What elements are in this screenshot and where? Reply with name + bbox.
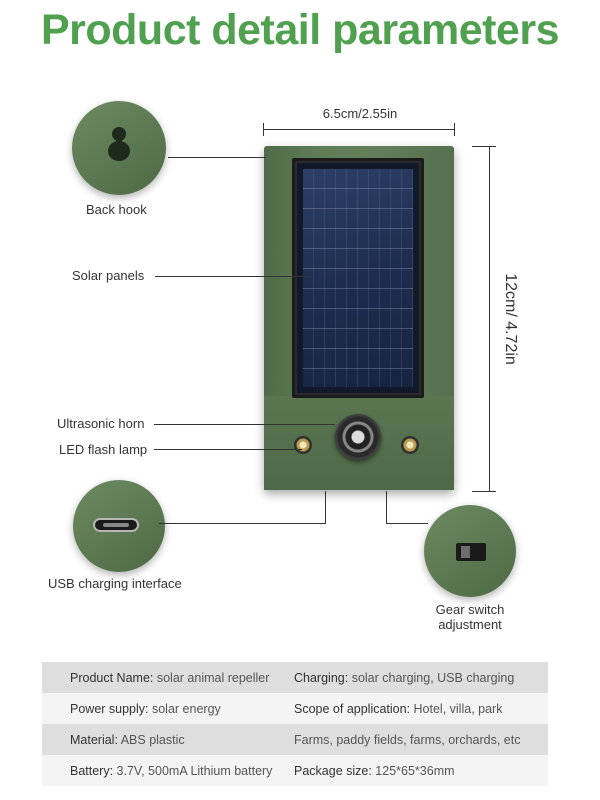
led-lamp-right [401, 436, 419, 454]
usb-charging-label: USB charging interface [48, 576, 182, 591]
usb-port-icon [93, 518, 139, 532]
spec-value: solar animal repeller [156, 670, 270, 685]
device-body [264, 146, 454, 490]
back-hook-label: Back hook [86, 202, 147, 217]
spec-key: Product Name: [70, 670, 157, 685]
solar-panel [292, 158, 424, 398]
spec-table: Product Name: solar animal repeller Char… [42, 662, 548, 786]
spec-value: solar charging, USB charging [351, 670, 515, 685]
led-flash-lamp-label: LED flash lamp [59, 442, 148, 457]
table-row: Product Name: solar animal repeller Char… [42, 662, 548, 693]
usb-port-detail [73, 480, 165, 572]
back-hook-detail [72, 101, 166, 195]
gear-switch-label-line1: Gear switch [435, 602, 505, 617]
back-hook-leader [168, 157, 266, 158]
ultrasonic-horn [335, 414, 381, 460]
gear-switch-detail [424, 505, 516, 597]
gear-leader-vertical [386, 491, 387, 524]
spec-value: ABS plastic [120, 732, 185, 747]
spec-key: Power supply: [70, 701, 152, 716]
width-dimension-label: 6.5cm/2.55in [322, 106, 398, 121]
usb-leader-vertical [325, 491, 326, 524]
spec-key: Scope of application: [294, 701, 414, 716]
spec-value: 3.7V, 500mA Lithium battery [116, 763, 273, 778]
gear-switch-icon [456, 543, 486, 561]
spec-value: Farms, paddy fields, farms, orchards, et… [294, 732, 521, 747]
usb-leader-horizontal [159, 523, 325, 524]
spec-key: Charging: [294, 670, 352, 685]
table-row: Battery: 3.7V, 500mA Lithium battery Pac… [42, 755, 548, 786]
led-flash-lamp-leader [154, 449, 302, 450]
spec-key: Battery: [70, 763, 117, 778]
spec-value: solar energy [151, 701, 221, 716]
spec-key: Material: [70, 732, 121, 747]
solar-panels-leader [155, 276, 313, 277]
ultrasonic-horn-leader [154, 424, 335, 425]
gear-switch-label-line2: adjustment [438, 617, 502, 632]
height-dimension-line [489, 146, 490, 492]
hook-hole-icon [108, 127, 130, 161]
table-row: Power supply: solar energy Scope of appl… [42, 693, 548, 724]
spec-value: 125*65*36mm [375, 763, 455, 778]
width-dimension-line [263, 129, 455, 130]
width-dimension-tick-left [263, 123, 264, 136]
height-dimension-tick-top [472, 146, 496, 147]
width-dimension-tick-right [454, 123, 455, 136]
ultrasonic-horn-label: Ultrasonic horn [57, 416, 145, 431]
height-dimension-tick-bottom [472, 491, 496, 492]
gear-leader-horizontal [386, 523, 428, 524]
solar-panels-label: Solar panels [72, 268, 145, 283]
spec-value: Hotel, villa, park [413, 701, 503, 716]
height-dimension-label: 12cm/ 4.72in [502, 273, 519, 365]
spec-key: Package size: [294, 763, 376, 778]
page-title: Product detail parameters [40, 6, 560, 54]
solar-cells [303, 169, 413, 387]
led-lamp-left [294, 436, 312, 454]
table-row: Material: ABS plastic Farms, paddy field… [42, 724, 548, 755]
